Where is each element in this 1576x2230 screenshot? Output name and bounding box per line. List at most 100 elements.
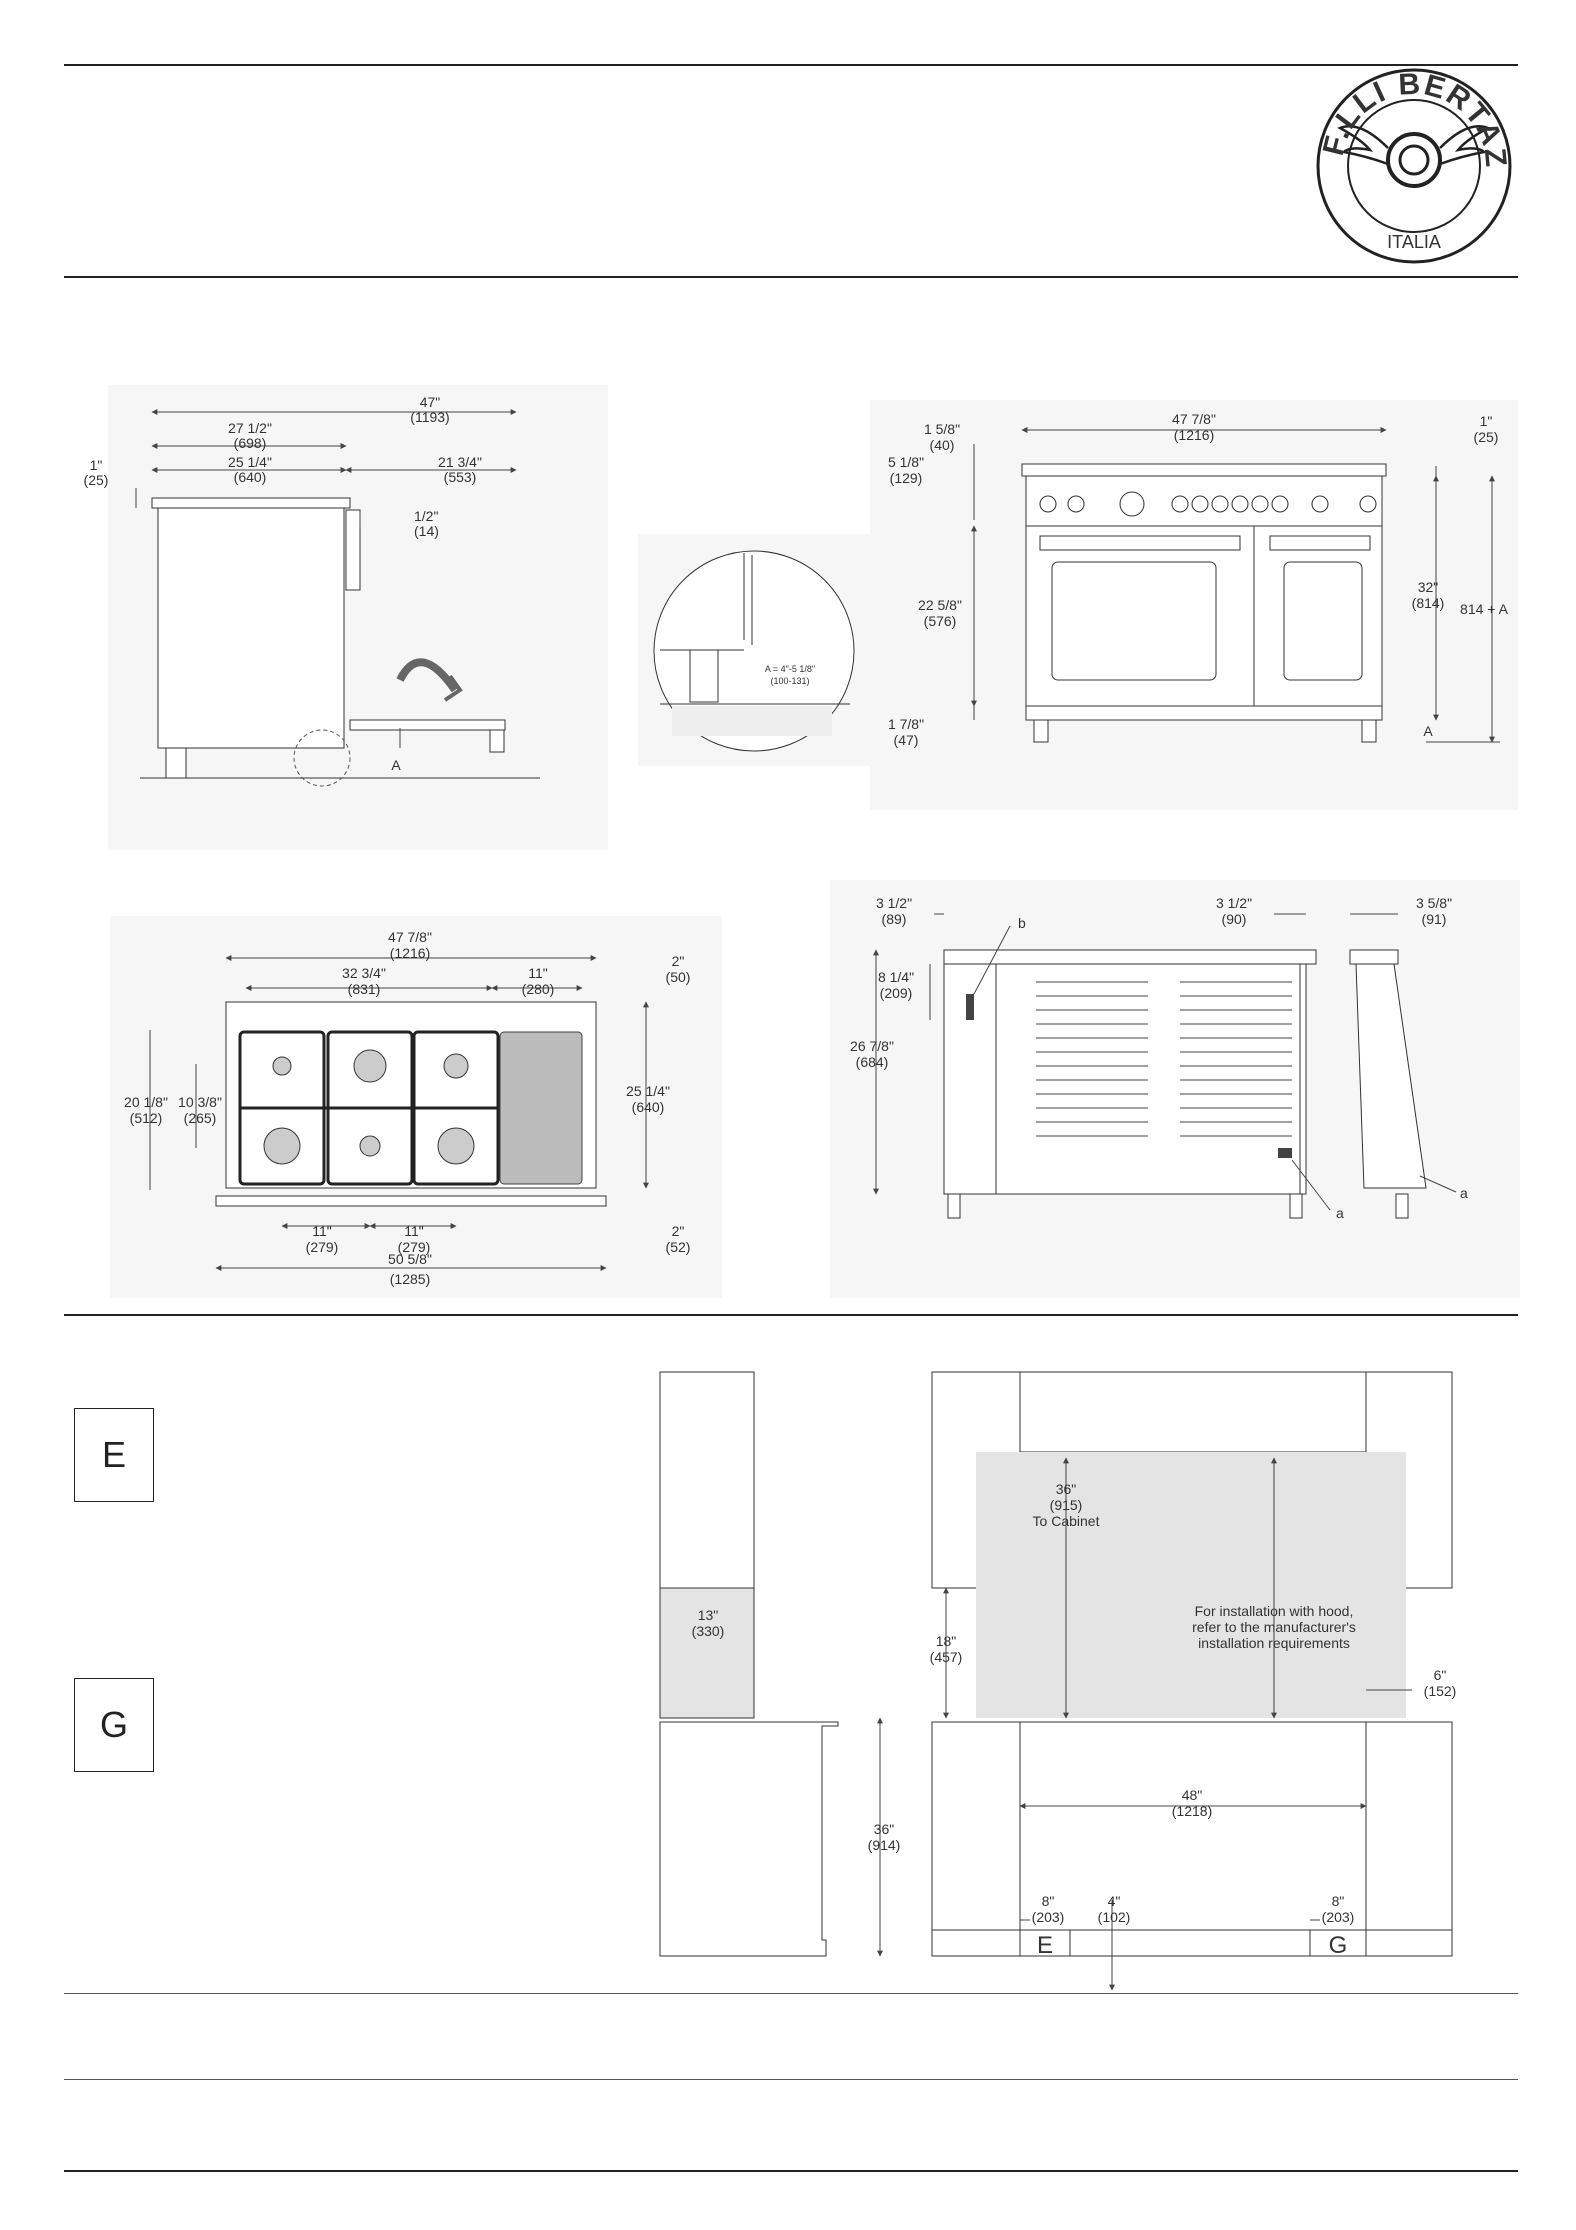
install-cabinet-label: To Cabinet: [1033, 1513, 1100, 1529]
rear-height-dim: 26 7/8": [850, 1038, 894, 1054]
footer-rule-1: [64, 2079, 1518, 2080]
detail-note-mm: (100-131): [770, 676, 809, 686]
install-side-dim: 18": [936, 1633, 957, 1649]
front-width-mm: (1216): [1174, 427, 1214, 443]
install-right-gap-mm: (152): [1424, 1683, 1457, 1699]
install-rule: [64, 1993, 1518, 1994]
top-left-inner-dim: 10 3/8": [178, 1094, 222, 1110]
top-burners-dim: 32 3/4": [342, 965, 386, 981]
top-rule: [64, 64, 1518, 66]
install-wall-dim: 13": [698, 1607, 719, 1623]
svg-text:F.LLI BERTAZZONI: F.LLI BERTAZZONI: [0, 0, 1513, 170]
front-right-top-mm: (25): [1474, 429, 1499, 445]
install-e-label: E: [1037, 1932, 1053, 1959]
side-depth-b-dim: 25 1/4": [228, 454, 272, 470]
legend-g-box: G: [74, 1678, 154, 1772]
top-depth-dim: 25 1/4": [626, 1083, 670, 1099]
top-griddle-dim: 11": [528, 965, 548, 981]
side-door-dim: 21 3/4": [438, 454, 482, 470]
install-g-off-dim: 8": [1332, 1893, 1345, 1909]
install-hood-line1: For installation with hood,: [1195, 1603, 1354, 1619]
top-view-drawing: [110, 916, 722, 1298]
front-base-mm: (47): [894, 732, 919, 748]
side-top-gap-dim: 1": [90, 457, 103, 473]
front-oven-mm: (576): [924, 613, 957, 629]
top-griddle-mm: (280): [522, 981, 555, 997]
leg-detail-drawing: [638, 534, 870, 766]
top-back-dim: 2": [672, 953, 685, 969]
side-depth-b-mm: (640): [234, 469, 267, 485]
install-counter-dim: 36": [874, 1821, 895, 1837]
side-view-drawing: [108, 385, 608, 850]
front-panel-mm: (129): [890, 470, 923, 486]
install-counter-mm: (914): [868, 1837, 901, 1853]
install-center-dim: 4": [1108, 1893, 1121, 1909]
side-knob-gap-dim: 1/2": [414, 508, 438, 524]
install-wall-mm: (330): [692, 1623, 725, 1639]
top-sp2-mm: (279): [398, 1239, 431, 1255]
rear-label-a-1: a: [1336, 1205, 1344, 1221]
front-base-dim: 1 7/8": [888, 716, 924, 732]
top-sp2-dim: 11": [404, 1223, 424, 1239]
rear-conn-mm: (209): [880, 985, 913, 1001]
detail-note: A = 4"-5 1/8": [765, 664, 815, 674]
section-rule: [64, 1314, 1518, 1316]
front-top-dim: 1 5/8": [924, 421, 960, 437]
install-g-off-mm: (203): [1322, 1909, 1355, 1925]
front-leg-label: A: [1423, 723, 1433, 739]
rear-right-mm: (90): [1222, 911, 1247, 927]
top-left-inner-mm: (265): [184, 1110, 217, 1126]
rear-view-drawing: [830, 880, 1520, 1298]
logo-text: F.LLI BERTAZZONI: [0, 0, 1511, 170]
front-top-mm: (40): [930, 437, 955, 453]
side-overall-dim: 47": [420, 394, 441, 410]
side-leg-label: A: [391, 757, 401, 773]
top-left-outer-mm: (512): [130, 1110, 163, 1126]
front-height-mm: (814): [1412, 595, 1445, 611]
top-depth-mm: (640): [632, 1099, 665, 1115]
rear-right-dim: 3 1/2": [1216, 895, 1252, 911]
installation-drawing: [659, 1371, 1453, 1991]
front-height-dim: 32": [1418, 579, 1439, 595]
install-center-mm: (102): [1098, 1909, 1131, 1925]
side-knob-gap-mm: (14): [414, 523, 439, 539]
top-sp1-dim: 11": [312, 1223, 332, 1239]
install-hood-line3: installation requirements: [1198, 1635, 1350, 1651]
header-rule: [64, 276, 1518, 278]
rear-conn-dim: 8 1/4": [878, 969, 914, 985]
rear-label-a-2: a: [1460, 1185, 1468, 1201]
install-side-mm: (457): [930, 1649, 963, 1665]
top-front-mm: (52): [666, 1239, 691, 1255]
install-opening-mm: (1218): [1172, 1803, 1212, 1819]
top-left-outer-dim: 20 1/8": [124, 1094, 168, 1110]
rear-height-mm: (684): [856, 1054, 889, 1070]
top-front-dim: 2": [672, 1223, 685, 1239]
side-depth-a-mm: (698): [234, 435, 267, 451]
logo-subtext: ITALIA: [1387, 232, 1441, 252]
install-cabinet-dim: 36": [1056, 1481, 1077, 1497]
front-width-dim: 47 7/8": [1172, 411, 1216, 427]
side-door-mm: (553): [444, 469, 477, 485]
install-cabinet-mm: (915): [1050, 1497, 1083, 1513]
footer-rule-2: [64, 2170, 1518, 2172]
front-height-a: 814 + A: [1460, 601, 1509, 617]
front-view-drawing: [870, 400, 1518, 810]
install-g-label: G: [1329, 1932, 1348, 1959]
top-burners-mm: (831): [348, 981, 381, 997]
install-hood-line2: refer to the manufacturer's: [1192, 1619, 1356, 1635]
side-depth-a-dim: 27 1/2": [228, 420, 272, 436]
install-e-off-dim: 8": [1042, 1893, 1055, 1909]
front-oven-dim: 22 5/8": [918, 597, 962, 613]
legend-e-box: E: [74, 1408, 154, 1502]
top-back-mm: (50): [666, 969, 691, 985]
top-sp1-mm: (279): [306, 1239, 339, 1255]
front-right-top-dim: 1": [1480, 413, 1493, 429]
side-top-gap-mm: (25): [84, 472, 109, 488]
top-width-dim: 47 7/8": [388, 929, 432, 945]
rear-left-dim: 3 1/2": [876, 895, 912, 911]
install-opening-dim: 48": [1182, 1787, 1203, 1803]
rear-label-b: b: [1018, 915, 1026, 931]
top-overall-dim: 50 5/8": [388, 1251, 432, 1267]
install-e-off-mm: (203): [1032, 1909, 1065, 1925]
